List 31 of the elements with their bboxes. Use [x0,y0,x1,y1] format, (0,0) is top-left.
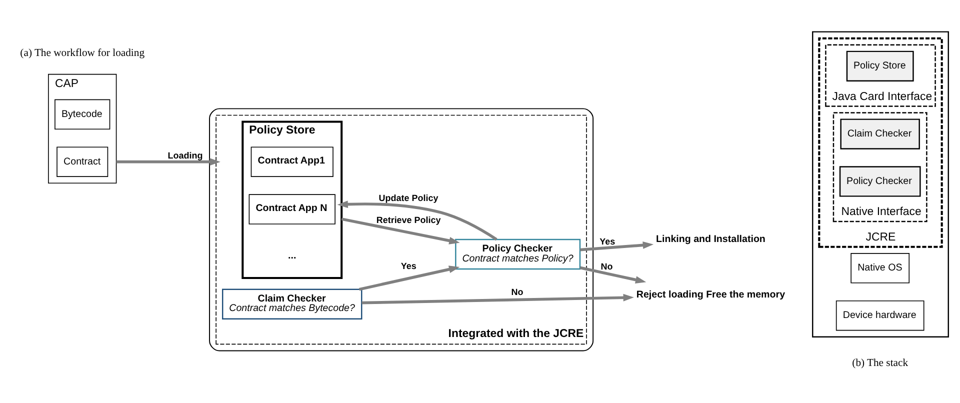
edge-label: Yes [600,236,616,246]
arrow [362,294,634,304]
node-box: Claim Checker Contract matches Bytecode? [222,288,362,320]
node-text: Reject loading Free the memory [636,290,786,301]
label: (b) The stack [852,358,908,369]
edge-label: No [511,286,524,297]
node-box: Contract App1 [250,146,334,177]
arrow [580,266,646,284]
edge-label: Update Policy [378,192,438,203]
node-text: Linking and Installation [656,234,766,246]
node-box: Policy Checker [839,166,921,197]
node-box: Contract App N [248,194,336,224]
node-box: Policy Store [846,50,914,82]
node-box: Contract [56,146,108,177]
node-box: Policy Checker Contract matches Policy? [455,238,581,270]
arrow [358,266,460,291]
arrow [580,241,654,252]
edge-label: Retrieve Policy [376,215,441,226]
node-box: Claim Checker [840,118,920,150]
label: (a) The workflow for loading [20,48,145,59]
edge-label: Loading [168,150,203,160]
label: ... [288,250,296,262]
node-box: Native OS [850,253,910,284]
node-box: Device hardware [836,300,924,331]
edge-label: Yes [400,260,416,271]
arrow [116,158,220,166]
arrow [341,218,460,244]
arrow [337,200,498,241]
edge-label: No [600,262,613,272]
node-box: Bytecode [54,99,110,130]
cluster [812,31,949,338]
